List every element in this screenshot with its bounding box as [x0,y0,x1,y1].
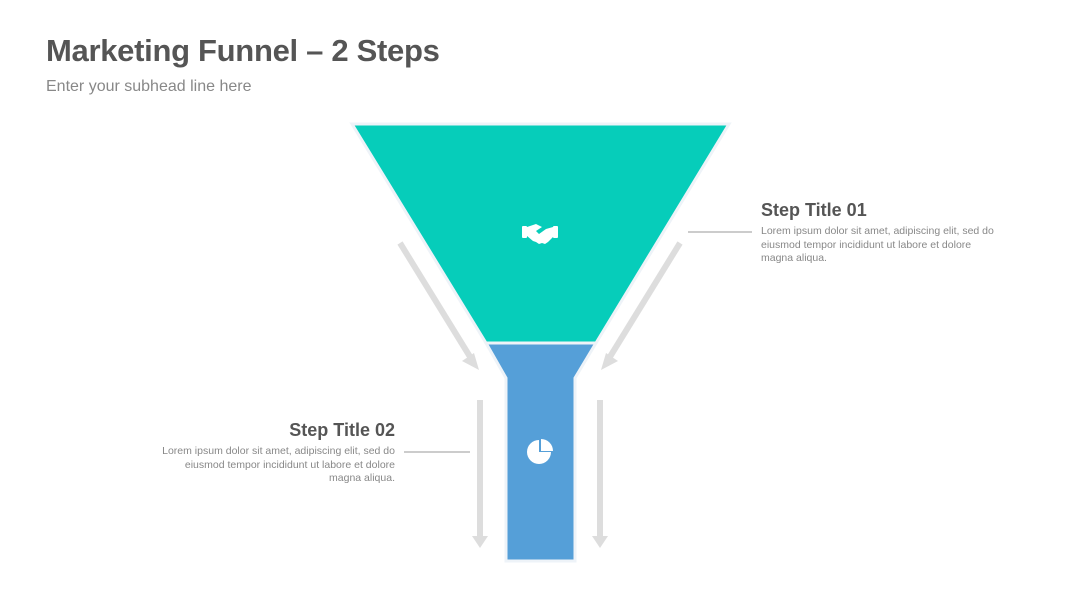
slide-title: Marketing Funnel – 2 Steps [46,33,440,68]
step-2-title: Step Title 02 [289,420,395,440]
handshake-icon [522,224,558,244]
pie-chart-icon [527,439,553,464]
step-2-description: Lorem ipsum dolor sit amet, adipiscing e… [162,445,395,484]
arrow-right-vertical [592,400,608,548]
slide-subtitle: Enter your subhead line here [46,78,252,95]
step-1-title: Step Title 01 [761,200,867,220]
arrow-left-vertical [472,400,488,548]
flow-arrows [397,241,683,548]
arrow-right-diagonal [601,241,683,370]
step-1-description: Lorem ipsum dolor sit amet, adipiscing e… [761,225,994,264]
arrow-left-diagonal [397,241,479,370]
